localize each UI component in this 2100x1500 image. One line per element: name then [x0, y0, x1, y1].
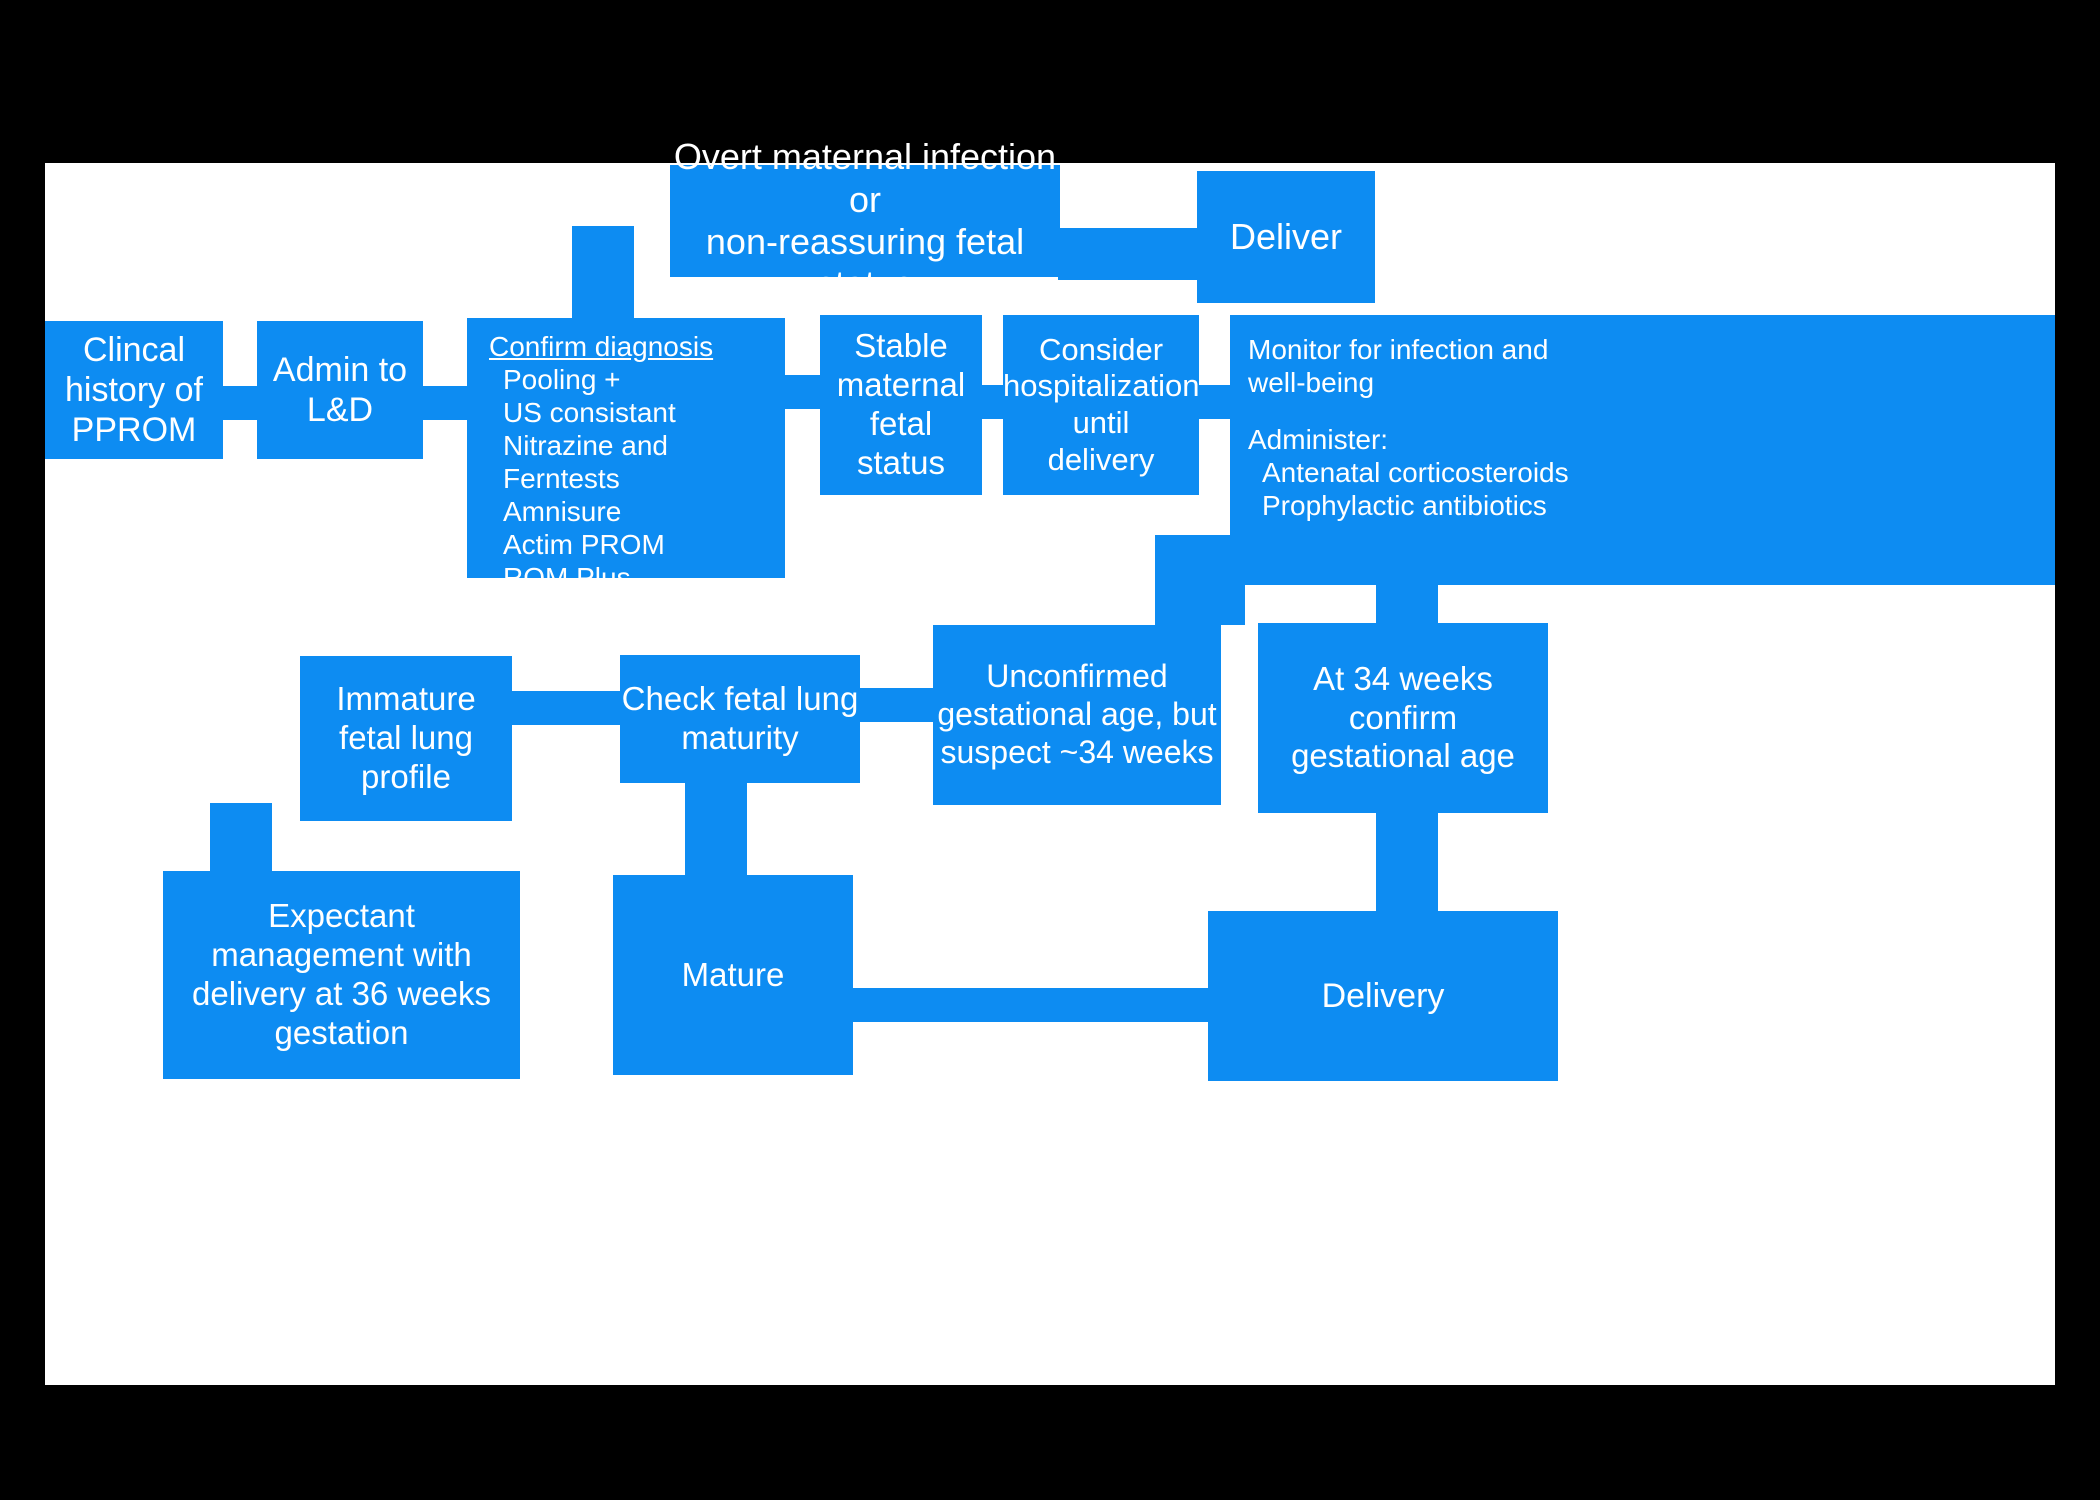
admin-ld-line2: L&D: [306, 391, 374, 429]
stable-status-line3: fetal: [869, 405, 933, 442]
connector-confirm-to-overt: [572, 226, 634, 336]
clinical-history-line3: PPROM: [71, 411, 197, 450]
node-overt-maternal-infection[interactable]: Overt maternal infection or non-reassuri…: [670, 136, 1060, 304]
node-expectant-management[interactable]: Expectant management with delivery at 36…: [163, 871, 520, 1079]
node-delivery[interactable]: Delivery: [1208, 911, 1558, 1081]
stable-status-line1: Stable: [854, 327, 948, 365]
connector-mature-to-delivery: [845, 988, 1213, 1022]
immature-line3: profile: [361, 757, 451, 795]
confirm-diagnosis-item-5: ROM Plus: [503, 562, 631, 594]
confirm-diagnosis-item-4: Actim PROM: [503, 529, 665, 561]
confirm-diagnosis-item-2: Nitrazine and Ferntests: [503, 430, 668, 495]
expectant-line2: management with: [211, 936, 472, 974]
node-at-34-weeks-confirm-gestational-age[interactable]: At 34 weeks confirm gestational age: [1258, 623, 1548, 813]
unconfirmed-line1: Unconfirmed: [986, 658, 1168, 695]
immature-line1: Immature: [336, 680, 476, 718]
stable-status-line2: maternal: [836, 366, 966, 404]
delivery-label: Delivery: [1321, 976, 1445, 1015]
connector-overt-to-deliver: [1058, 228, 1198, 280]
confirm-diagnosis-item-3: Amnisure: [503, 496, 622, 528]
unconfirmed-line3: suspect ~34 weeks: [940, 733, 1214, 770]
node-confirm-diagnosis[interactable]: Confirm diagnosis Pooling + US consistan…: [467, 318, 785, 593]
immature-line2: fetal lung: [339, 719, 473, 757]
confirm-diagnosis-item-1: US consistant: [503, 397, 676, 429]
at34-line1: At 34 weeks: [1313, 659, 1493, 697]
check-lung-line1: Check fetal lung: [621, 680, 859, 718]
overt-infection-line1: Overt maternal infection or: [673, 136, 1057, 220]
connector-consider-to-monitor: [1193, 385, 1235, 419]
administer-item-0: Antenatal corticosteroids: [1262, 456, 1569, 488]
node-clinical-history-pprom[interactable]: Clincal history of PPROM: [45, 321, 223, 459]
at34-line3: gestational age: [1291, 737, 1515, 775]
expectant-line4: gestation: [274, 1013, 409, 1051]
confirm-diagnosis-heading: Confirm diagnosis: [489, 331, 714, 362]
connector-clinical-to-admin: [220, 386, 260, 420]
unconfirmed-line2: gestational age, but: [937, 696, 1217, 733]
at34-line2: confirm: [1348, 698, 1458, 736]
node-monitor-and-administer[interactable]: Monitor for infection and well-being Adm…: [1230, 315, 2055, 585]
flowchart-page: Overt maternal infection or non-reassuri…: [45, 136, 2055, 1385]
administer-heading: Administer:: [1248, 423, 1389, 455]
connector-check-to-mature: [685, 773, 747, 883]
expectant-line3: delivery at 36 weeks: [192, 975, 491, 1012]
connector-confirm-to-stable: [780, 375, 825, 409]
expectant-line1: Expectant: [268, 897, 415, 935]
admin-ld-line1: Admin to: [272, 350, 408, 389]
confirm-diagnosis-item-0: Pooling +: [503, 364, 621, 396]
mature-label: Mature: [681, 955, 785, 993]
node-consider-hospitalization[interactable]: Consider hospitalization until delivery: [1003, 315, 1199, 495]
connector-at34-to-delivery: [1376, 793, 1438, 913]
consider-hosp-line2: hospitalization: [1003, 368, 1200, 404]
node-admin-to-ld[interactable]: Admin to L&D: [257, 321, 423, 459]
monitor-line1: Monitor for infection and: [1248, 334, 1549, 365]
overt-infection-line2: non-reassuring fetal status: [705, 221, 1025, 305]
clinical-history-line2: history of: [65, 370, 203, 409]
node-mature[interactable]: Mature: [613, 875, 853, 1075]
node-stable-maternal-fetal-status[interactable]: Stable maternal fetal status: [820, 315, 982, 495]
stable-status-line4: status: [856, 443, 946, 481]
clinical-history-line1: Clincal: [82, 330, 186, 369]
administer-item-1: Prophylactic antibiotics: [1262, 489, 1547, 521]
consider-hosp-line4: delivery: [1047, 441, 1155, 477]
connector-immature-to-expectant: [210, 803, 272, 881]
connector-admin-to-confirm: [420, 386, 470, 420]
consider-hosp-line1: Consider: [1038, 331, 1164, 367]
check-lung-line2: maturity: [681, 719, 799, 756]
consider-hosp-line3: until: [1072, 405, 1130, 440]
monitor-line2: well-being: [1248, 367, 1375, 399]
node-check-fetal-lung-maturity[interactable]: Check fetal lung maturity: [620, 655, 860, 783]
deliver-label: Deliver: [1229, 215, 1343, 257]
node-deliver[interactable]: Deliver: [1197, 171, 1375, 303]
node-unconfirmed-gestational-age[interactable]: Unconfirmed gestational age, but suspect…: [933, 625, 1221, 805]
node-immature-fetal-lung-profile[interactable]: Immature fetal lung profile: [300, 656, 512, 821]
monitor-administer-spacer: [1248, 399, 2055, 423]
